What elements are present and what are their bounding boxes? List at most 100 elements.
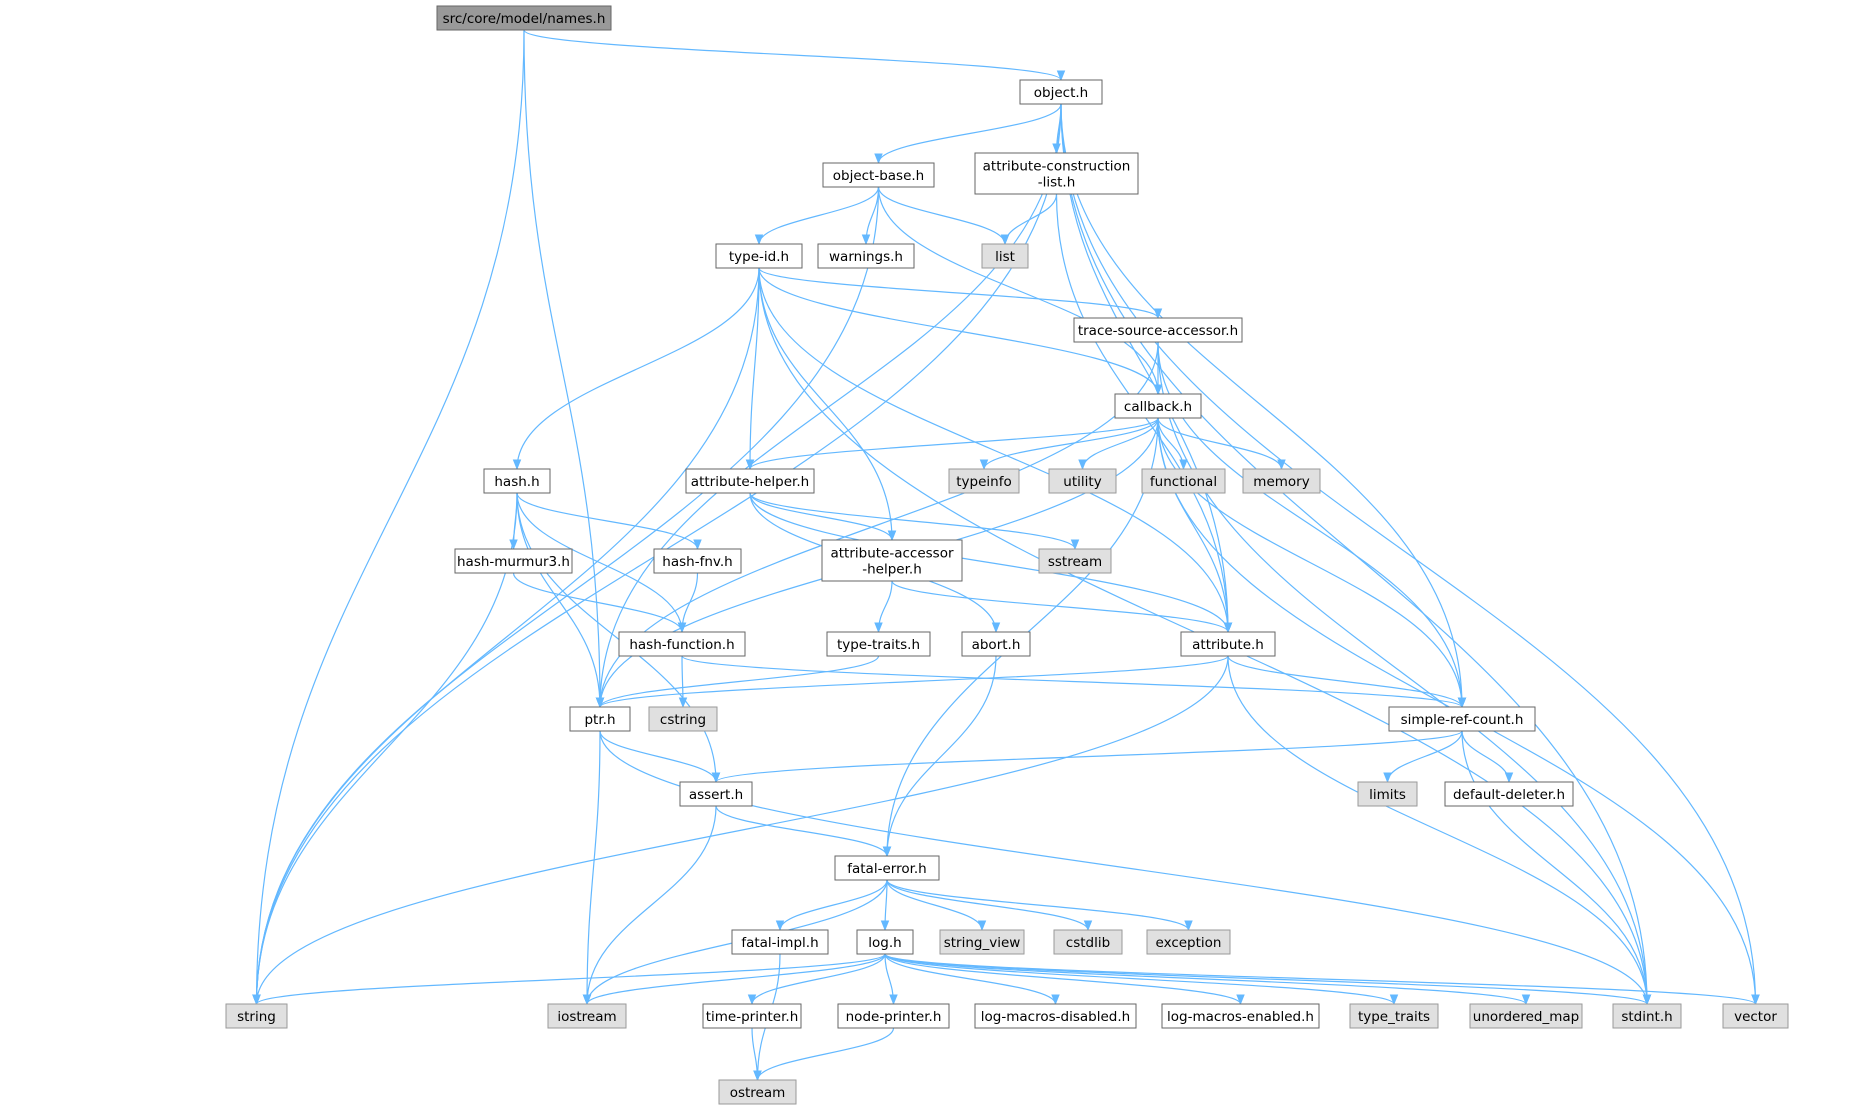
- edge-callback-to-utility: [1078, 417, 1159, 471]
- edge-timeprinter-to-ostream: [751, 1027, 762, 1082]
- node-tracesrc[interactable]: trace-source-accessor.h: [1073, 317, 1243, 343]
- node-box-object: [1019, 79, 1103, 105]
- node-callback[interactable]: callback.h: [1114, 393, 1202, 419]
- edge-simpleref-to-defdeleter: [1461, 730, 1514, 784]
- node-label-cstring: cstring: [660, 712, 706, 728]
- node-attracc[interactable]: attribute-accessor-helper.h: [821, 539, 963, 582]
- node-cstring: cstring: [648, 706, 718, 732]
- node-objectbase[interactable]: object-base.h: [822, 162, 935, 188]
- node-warnings[interactable]: warnings.h: [817, 243, 915, 269]
- node-typetraitsh[interactable]: type-traits.h: [826, 631, 931, 657]
- node-box-stringview: [939, 929, 1025, 955]
- node-box-log: [856, 929, 914, 955]
- edge-assert-to-fatalerror: [715, 805, 892, 858]
- node-names[interactable]: src/core/model/names.h: [436, 5, 612, 31]
- edge-callback-to-simpleref: [1157, 417, 1467, 709]
- node-box-hashfnv: [653, 548, 742, 574]
- edge-callback-to-typeinfo: [979, 417, 1159, 471]
- edge-simpleref-to-assert: [711, 730, 1463, 784]
- node-box-defdeleter: [1444, 781, 1574, 807]
- node-stringview: string_view: [939, 929, 1025, 955]
- node-hashfnv[interactable]: hash-fnv.h: [653, 548, 742, 574]
- edge-attrhelper-to-attribute: [749, 492, 1233, 634]
- node-ptr[interactable]: ptr.h: [569, 706, 631, 732]
- edge-log-to-nodeprinter: [884, 953, 898, 1006]
- node-label-stdint: stdint.h: [1621, 1009, 1672, 1025]
- node-box-objectbase: [822, 162, 935, 188]
- node-box-hash: [483, 468, 551, 494]
- node-label-defdeleter: default-deleter.h: [1453, 787, 1565, 803]
- node-box-hashmurmur: [454, 548, 573, 574]
- edge-hash-to-hashfnv: [516, 492, 702, 551]
- node-label-tracesrc: trace-source-accessor.h: [1078, 323, 1238, 339]
- node-label-vector: vector: [1734, 1009, 1777, 1025]
- edge-object-to-vector: [1060, 103, 1760, 1006]
- node-limits: limits: [1357, 781, 1418, 807]
- node-attrcons[interactable]: attribute-construction-list.h: [974, 152, 1139, 195]
- edge-simpleref-to-stdint: [1461, 730, 1652, 1006]
- node-nodeprinter[interactable]: node-printer.h: [837, 1003, 950, 1029]
- node-label-unorderedmap: unordered_map: [1473, 1009, 1579, 1025]
- node-simpleref[interactable]: simple-ref-count.h: [1388, 706, 1536, 732]
- node-box-unorderedmap: [1469, 1003, 1583, 1029]
- edge-names-to-object: [523, 29, 1066, 82]
- edge-typeid-to-hash: [512, 267, 760, 471]
- node-label-objectbase: object-base.h: [833, 168, 925, 184]
- node-label-limits: limits: [1369, 787, 1406, 803]
- node-typeid[interactable]: type-id.h: [715, 243, 803, 269]
- node-label-typetraitsh: type-traits.h: [837, 637, 920, 653]
- node-label-iostream: iostream: [557, 1009, 616, 1025]
- node-object[interactable]: object.h: [1019, 79, 1103, 105]
- edge-typeid-to-attracc: [758, 267, 897, 542]
- node-list: list: [981, 243, 1029, 269]
- node-hashfunc[interactable]: hash-function.h: [618, 631, 746, 657]
- node-label-typetraits: type_traits: [1358, 1009, 1430, 1025]
- node-log[interactable]: log.h: [856, 929, 914, 955]
- node-box-logmacdis: [974, 1003, 1137, 1029]
- node-assert[interactable]: assert.h: [679, 781, 753, 807]
- node-box-sstream: [1038, 548, 1112, 574]
- edge-ptr-to-assert: [599, 730, 721, 784]
- edge-object-to-ptr: [595, 103, 1062, 709]
- edge-hash-to-ptr: [516, 492, 605, 709]
- node-timeprinter[interactable]: time-printer.h: [702, 1003, 802, 1029]
- node-attribute[interactable]: attribute.h: [1180, 631, 1276, 657]
- node-label-list: list: [995, 249, 1015, 265]
- node-abort[interactable]: abort.h: [961, 631, 1031, 657]
- node-box-iostream: [547, 1003, 627, 1029]
- edge-objectbase-to-typeid: [754, 186, 880, 246]
- edge-log-to-timeprinter: [747, 953, 886, 1006]
- node-box-abort: [961, 631, 1031, 657]
- edge-objectbase-to-list: [877, 186, 1010, 246]
- node-hashmurmur[interactable]: hash-murmur3.h: [454, 548, 573, 574]
- edge-hash-to-hashfunc: [516, 492, 687, 634]
- node-box-attracc: [821, 539, 963, 582]
- node-fatalimpl[interactable]: fatal-impl.h: [731, 929, 829, 955]
- node-typetraits: type_traits: [1349, 1003, 1439, 1029]
- edge-fatalerror-to-exception: [886, 879, 1193, 932]
- node-logmacdis[interactable]: log-macros-disabled.h: [974, 1003, 1137, 1029]
- edge-callback-to-memory: [1157, 417, 1286, 471]
- node-unorderedmap: unordered_map: [1469, 1003, 1583, 1029]
- node-box-typetraits: [1349, 1003, 1439, 1029]
- node-logmacen[interactable]: log-macros-enabled.h: [1161, 1003, 1320, 1029]
- node-box-ptr: [569, 706, 631, 732]
- node-label-simpleref: simple-ref-count.h: [1401, 712, 1524, 728]
- node-label-memory: memory: [1253, 474, 1309, 490]
- edge-typetraitsh-to-ptr: [595, 655, 880, 709]
- node-hash[interactable]: hash.h: [483, 468, 551, 494]
- node-exception: exception: [1146, 929, 1231, 955]
- edge-object-to-objectbase: [874, 103, 1062, 165]
- node-attrhelper[interactable]: attribute-helper.h: [685, 468, 815, 494]
- node-box-attrcons: [974, 152, 1139, 195]
- edge-assert-to-iostream: [582, 805, 717, 1006]
- node-label-sstream: sstream: [1048, 554, 1102, 570]
- node-label-attracc: attribute-accessor-helper.h: [830, 546, 954, 578]
- node-defdeleter[interactable]: default-deleter.h: [1444, 781, 1574, 807]
- node-box-nodeprinter: [837, 1003, 950, 1029]
- node-utility: utility: [1048, 468, 1117, 494]
- node-box-names: [436, 5, 612, 31]
- node-label-fatalimpl: fatal-impl.h: [741, 935, 818, 951]
- node-label-functional: functional: [1150, 474, 1217, 490]
- node-fatalerror[interactable]: fatal-error.h: [834, 855, 940, 881]
